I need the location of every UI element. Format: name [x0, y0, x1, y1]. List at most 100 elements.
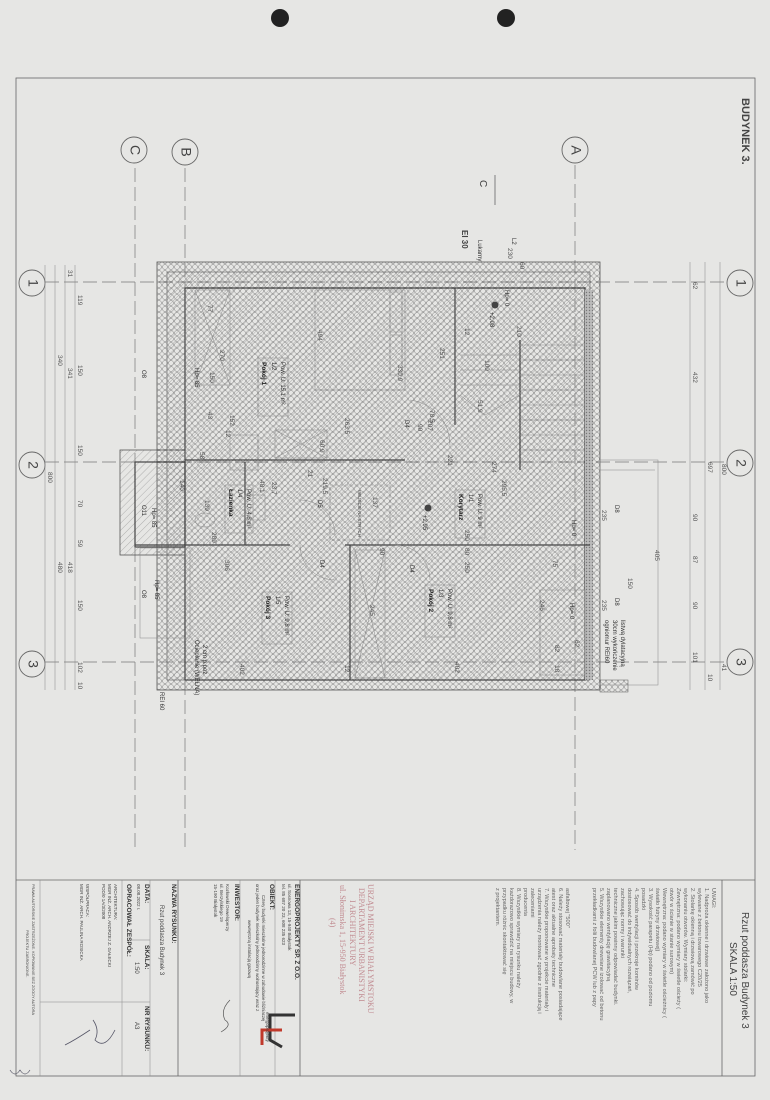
text-label: DEPARTAMENT URBANISTYKI — [357, 888, 366, 1002]
text-label: D4 — [403, 420, 409, 428]
text-label: 1/2 — [270, 362, 276, 371]
text-label: 402 — [453, 662, 460, 673]
text-label: ul. Słonimska 1, 15-950 Białystok — [338, 885, 347, 994]
text-label: Hp= 85 — [193, 368, 199, 388]
fire-class-label: EI 30 — [460, 230, 469, 249]
text-label: 341 — [66, 368, 73, 379]
text-label: 60,9 — [318, 440, 325, 453]
text-label: 62 — [573, 640, 580, 648]
text-label: MGR INŻ. ARCH. PAULINA ROSICKA — [79, 884, 85, 961]
text-label: Pow. U: 9,8 m² — [283, 596, 289, 635]
text-label: 90 — [378, 548, 385, 556]
text-label: 263,5 — [343, 418, 350, 435]
text-label: 82 — [553, 645, 560, 653]
text-label: Hp= 85 — [153, 580, 159, 600]
text-label: INWESTOR: — [233, 884, 240, 921]
text-label: posadzki — [640, 888, 646, 910]
text-label: tel. 85 687 20 23, 608 235 623 — [281, 884, 286, 946]
text-label: zachowując normy i warunki — [619, 888, 625, 958]
text-label: 100 — [483, 360, 490, 371]
text-label: 48,1 — [258, 480, 265, 493]
text-label: REI 60 — [158, 692, 164, 711]
text-label: Pow. U: 4,8 m² — [245, 489, 251, 528]
text-label: Pokój 1 — [260, 362, 267, 386]
text-label: (4) — [328, 918, 337, 928]
text-label: 3. Wysokość parapetu (Hp) podano od pozi… — [647, 888, 653, 1006]
axis-label: 1 — [733, 279, 749, 287]
text-label: wylewane z betonu towarowego C20/25 — [696, 887, 702, 987]
title-block: Rzut poddasza Budynek 3 SKALA 1:50 UWAGI… — [9, 879, 755, 1076]
text-label: UWAGI: — [710, 888, 716, 909]
text-label: 402 — [238, 664, 245, 675]
skylight-label: Lukarny — [476, 240, 482, 261]
text-label: 697 — [706, 462, 713, 473]
text-label: 15-190 Białystok — [213, 884, 218, 918]
drawing-title: Rzut poddasza Budynek 3 — [739, 912, 750, 1029]
text-label: Rzut poddasza Budynek 3 — [158, 905, 164, 976]
text-label: 70 — [76, 500, 83, 508]
text-label: ul. Sosnowa 13, 15-940 Białystok — [287, 884, 292, 951]
text-label: 10 — [706, 674, 713, 682]
text-label: Hp= 0 — [568, 603, 574, 620]
text-label: techniczne jakim powinny odpowiadać budy… — [612, 888, 618, 1006]
skylight-tag: L2 — [510, 238, 516, 245]
text-label: 1/4 — [236, 489, 242, 498]
text-label: OBIEKT: — [268, 884, 275, 910]
text-label: D4 — [318, 560, 324, 568]
text-label: 87 — [691, 556, 698, 564]
text-label: otwór w ścianie w stanie surowym) — [668, 888, 674, 974]
text-label: każdorazowo sprawdzić na miejscu budowy,… — [508, 888, 514, 1004]
floor-plan — [119, 261, 659, 693]
section-marker: C — [477, 180, 488, 187]
text-label: PRAWA AUTORSKIE ZASTRZEŻONE. KOPIOWANIE … — [31, 884, 36, 1015]
text-label: 139 — [203, 500, 210, 511]
inner-dimensions: 77 270 150 43 152 12 494 330,9 263,5 251… — [178, 248, 660, 675]
axis-label: 3 — [25, 660, 41, 668]
text-label: ENERGOPROJEKTY SP. Z O.O. — [293, 884, 300, 980]
text-label: O11 — [140, 505, 146, 517]
text-label: 7. Wszystkie proponowane w projekcie mat… — [543, 888, 549, 1011]
text-label: 30cm wykończenie — [611, 620, 617, 671]
text-label: 58 — [198, 452, 205, 460]
text-label: 250 — [463, 530, 470, 541]
text-label: 77 — [206, 305, 213, 313]
text-label: PROJEKTU ZABRONIONE. — [25, 930, 29, 977]
axis-label: B — [178, 147, 194, 156]
text-label: 8. Wszystkie wymiary na rysunku należy — [515, 888, 521, 988]
text-label: MGR INŻ. ARCH. ANDRZEJ Z. GAŁECKI — [107, 884, 113, 967]
text-label: Pow. U: 15,1 m² — [279, 362, 285, 405]
text-label: 5. Wszystkie elementy drewniane izolować… — [598, 888, 604, 1020]
text-label: 12 — [224, 430, 231, 438]
text-label: 51,9 — [476, 400, 483, 413]
text-label: 90 — [416, 424, 423, 432]
building-title: BUDYNEK 3. — [739, 98, 751, 165]
text-label: 340 — [56, 355, 63, 366]
axis-label: A — [568, 145, 584, 155]
top-dimension-chain: 62 432 697 800 90 87 90 101 41 10 — [689, 262, 727, 690]
text-label: Pokój 3 — [264, 596, 271, 620]
text-label: Hp= 85 — [150, 508, 156, 528]
left-dimension-chain: 31 119 150 150 70 59 418 150 102 10 340 … — [44, 265, 83, 690]
text-label: 59 — [76, 540, 83, 548]
text-label: 306 — [223, 560, 230, 571]
room-label-pokoj-3: Pokój 3 1/5 Pow. U: 9,8 m² — [261, 591, 293, 645]
text-label: 480 — [56, 562, 63, 573]
text-label: energoprojekty — [265, 1012, 270, 1043]
text-label: 12 — [463, 328, 470, 336]
text-label: 43 — [206, 412, 213, 420]
text-label: 221 — [446, 455, 453, 466]
text-label: 1. Nadproża okienne i drzwiowe założono … — [703, 888, 709, 1003]
text-label: producenta — [522, 888, 528, 917]
axis-marker-b — [171, 138, 199, 166]
text-label: I ARCHITEKTURY — [348, 900, 357, 966]
text-label: zaplanowano wentylację grawitacyjną — [605, 888, 611, 982]
text-label: 101 — [691, 652, 698, 663]
text-label: 90 — [691, 602, 698, 610]
text-label: WSPÓŁPRACA: — [85, 884, 91, 917]
text-label: 90 — [691, 514, 698, 522]
text-label: Zewnętrzna: podano wymiary w świetle ośc… — [675, 888, 681, 1009]
text-label: 140 — [178, 480, 185, 491]
text-label: 102 — [76, 662, 83, 673]
text-label: +2,08 — [488, 312, 494, 328]
